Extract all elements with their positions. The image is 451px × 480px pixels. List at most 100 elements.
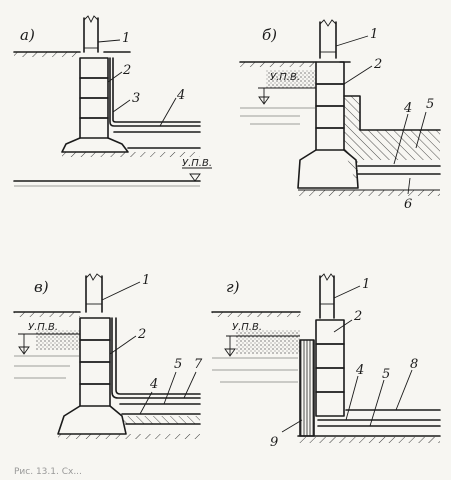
panel-a-letter: а)	[20, 26, 35, 44]
foundation-block	[79, 97, 109, 119]
foundation-block	[315, 343, 345, 369]
leader	[407, 177, 411, 195]
coating	[109, 57, 201, 127]
ground-hatch	[14, 312, 80, 317]
soil-hatch	[58, 434, 200, 439]
panel-a: а) У.П.В. 1 2 3 4	[13, 15, 212, 187]
soil-hatch	[298, 190, 440, 196]
water-level-label: У.П.В.	[28, 322, 58, 333]
soil-hatch	[62, 152, 200, 157]
leader	[109, 335, 137, 355]
leader	[343, 65, 373, 85]
coating	[111, 317, 201, 399]
water-level-label: У.П.В.	[232, 322, 262, 333]
foundation-block	[315, 319, 345, 345]
sand-fill	[236, 330, 300, 354]
leader	[139, 391, 153, 415]
foundation-block	[79, 361, 111, 385]
label-1: 1	[122, 31, 130, 46]
leader	[395, 369, 413, 411]
panel-v-letter: в)	[34, 278, 49, 296]
leader	[281, 419, 303, 433]
water-level-marker	[18, 346, 30, 355]
label-4: 4	[176, 88, 185, 103]
wall-break	[319, 19, 337, 27]
label-4: 4	[355, 363, 364, 378]
footing	[57, 405, 127, 435]
foundation-block	[79, 317, 111, 341]
wall-break	[83, 15, 99, 24]
panel-b-letter: б)	[262, 26, 277, 44]
label-2: 2	[137, 327, 146, 342]
panel-g-letter: г)	[226, 278, 240, 296]
wall	[85, 275, 103, 313]
ground-hatch	[212, 312, 300, 317]
sand-fill	[266, 70, 316, 88]
sand-fill	[36, 330, 80, 350]
panel-v: в) У.П.В. 1 2 4	[13, 273, 203, 439]
label-2: 2	[353, 309, 362, 324]
shell	[344, 96, 440, 188]
label-4: 4	[149, 377, 158, 392]
wall-break	[319, 273, 335, 281]
foundation-block	[79, 77, 109, 99]
water-level-marker	[189, 173, 201, 182]
foundation-block	[315, 391, 345, 417]
wall	[83, 17, 99, 53]
label-4: 4	[403, 101, 412, 116]
wall-break	[85, 273, 103, 281]
leader	[335, 35, 369, 47]
floor-hatch	[122, 416, 200, 424]
label-1: 1	[370, 27, 378, 42]
water-level-marker	[224, 348, 236, 357]
leader	[159, 97, 177, 127]
foundation-block	[315, 61, 345, 85]
foundation-block	[315, 127, 345, 151]
label-5: 5	[426, 97, 434, 112]
foundation-block	[315, 105, 345, 129]
foundation-block	[79, 339, 111, 363]
label-2: 2	[373, 57, 382, 72]
leader	[107, 71, 123, 83]
wall	[319, 275, 335, 319]
ground-hatch	[240, 62, 316, 67]
ground-hatch	[14, 52, 80, 57]
label-5: 5	[174, 357, 182, 372]
label-5: 5	[382, 367, 390, 382]
label-7: 7	[194, 357, 203, 372]
soil-hatch	[298, 437, 440, 443]
water-level-marker	[258, 96, 270, 105]
leader	[333, 285, 361, 299]
leader	[369, 379, 385, 427]
figure-caption: Рис. 13.1. Сх...	[14, 467, 82, 477]
foundation-block	[79, 117, 109, 139]
leader	[97, 39, 121, 43]
foundation-block	[315, 367, 345, 393]
foundation-block	[79, 383, 111, 407]
leader	[345, 375, 359, 421]
leader	[393, 113, 409, 165]
panel-b: б) У.П.В. 1 2	[239, 19, 441, 212]
panel-g: г) У.П.В. 1 2	[211, 273, 441, 450]
label-1: 1	[142, 273, 150, 288]
foundation-block	[79, 57, 109, 79]
water-level-label: У.П.В.	[182, 158, 212, 169]
label-3: 3	[132, 91, 140, 106]
label-2: 2	[122, 63, 131, 78]
leader	[415, 111, 427, 149]
shell-outline	[343, 95, 441, 131]
water-level-label: У.П.В.	[270, 72, 300, 83]
foundation-block	[315, 83, 345, 107]
leader	[112, 99, 131, 113]
label-8: 8	[410, 357, 418, 372]
label-1: 1	[362, 277, 370, 292]
leader	[333, 319, 353, 333]
label-9: 9	[270, 435, 278, 450]
leader	[183, 371, 197, 399]
leader	[163, 371, 177, 405]
protective-wall	[300, 340, 314, 436]
footing	[61, 137, 129, 153]
leader	[101, 281, 141, 301]
label-6: 6	[404, 197, 412, 212]
